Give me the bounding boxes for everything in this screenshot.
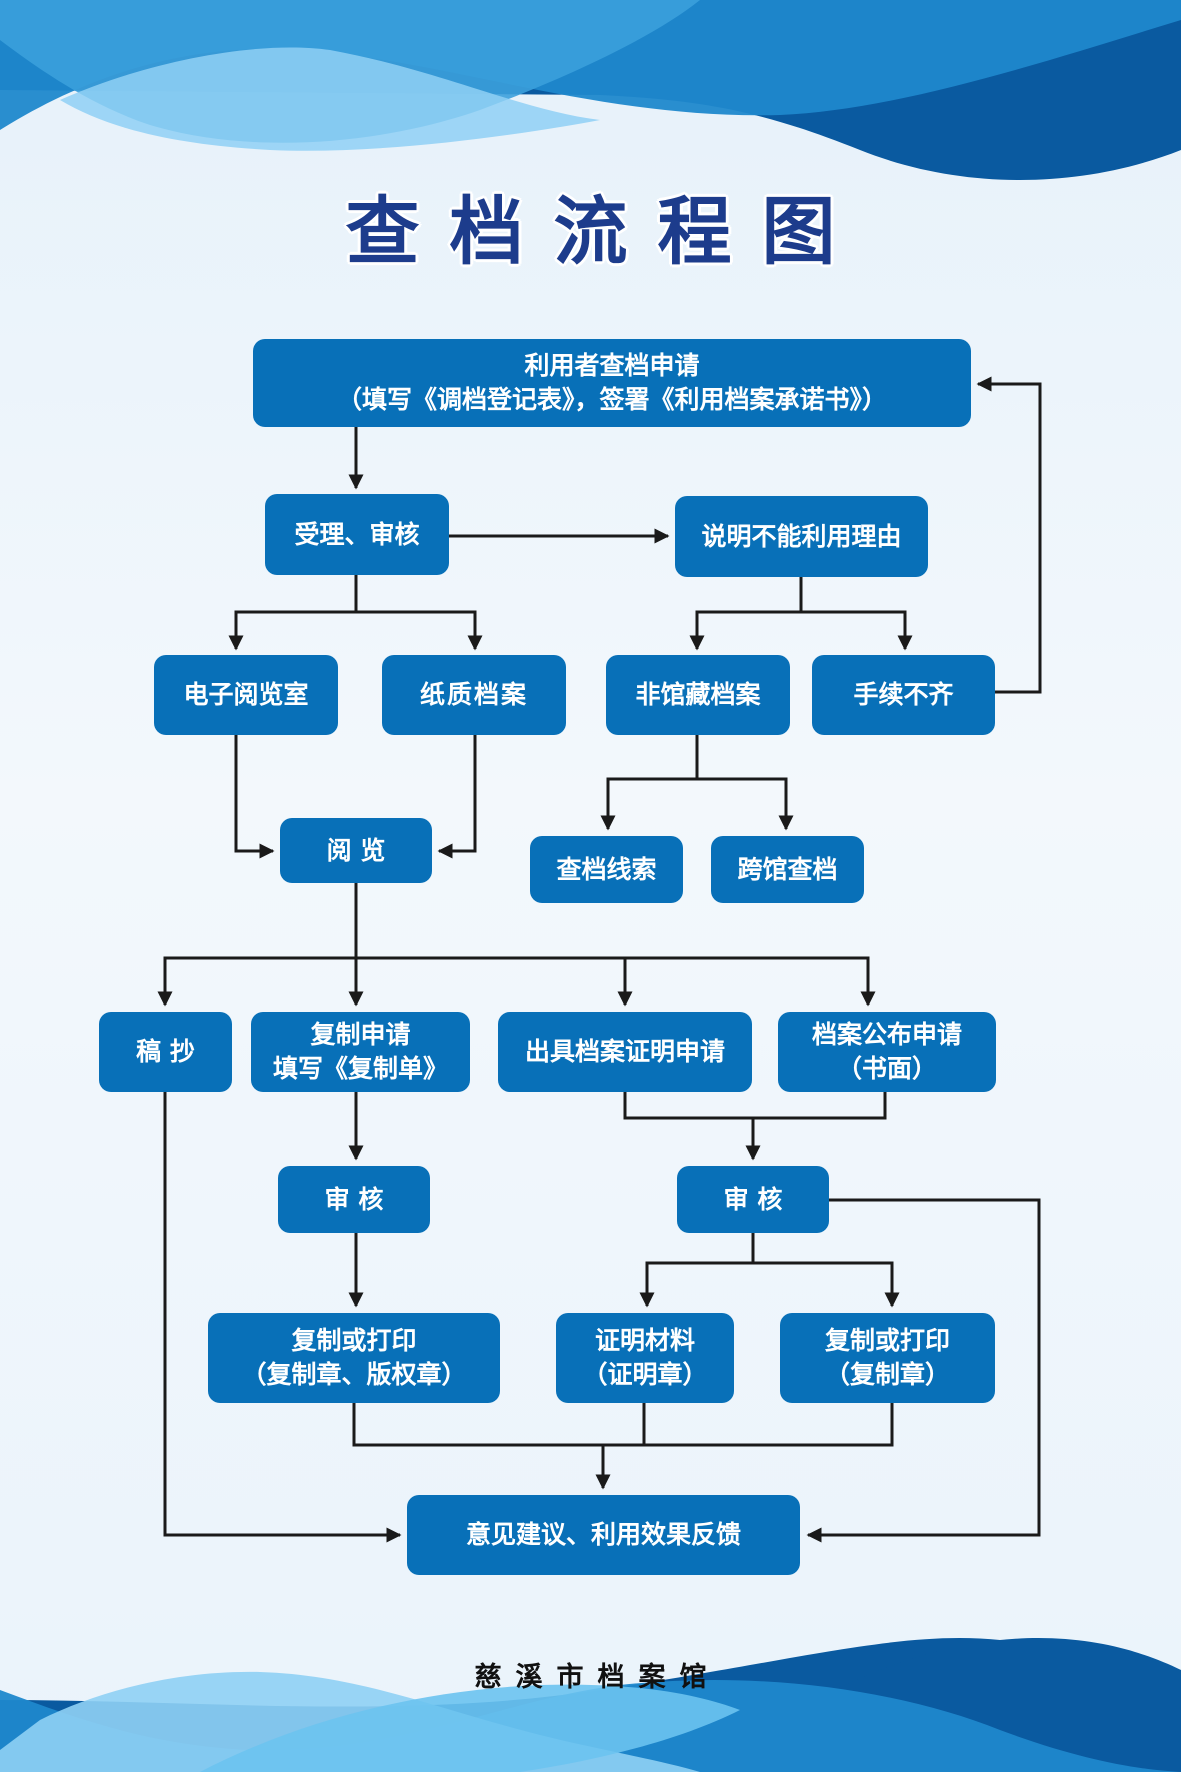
bottom-wave-pale: [200, 1684, 740, 1772]
arrow-review-to-feedback: [806, 1198, 1041, 1543]
node-cert-apply: 出具档案证明申请: [498, 1012, 752, 1092]
node-cross-archive: 跨馆查档: [711, 836, 864, 903]
node-copy-print-right-line1: 复制或打印: [824, 1326, 950, 1355]
node-publish-apply: 档案公布申请 （书面）: [778, 1012, 996, 1092]
node-cert-material-line1: 证明材料: [594, 1326, 695, 1355]
node-incomplete: 手续不齐: [812, 655, 995, 735]
line-results-merge: [352, 1403, 894, 1447]
arrow-to-incomplete: [801, 610, 913, 651]
node-copy-print-right: 复制或打印 （复制章）: [780, 1313, 995, 1403]
node-copy-print-right-line2: （复制章）: [824, 1360, 950, 1389]
node-copy-print-left-line1: 复制或打印: [291, 1326, 417, 1355]
line-review-right-split: [639, 1233, 755, 1308]
node-explain-reason: 说明不能利用理由: [675, 496, 928, 577]
line-nic-split: [600, 735, 699, 831]
line-accept-split: [228, 575, 358, 651]
arrow-incomplete-to-apply: [976, 376, 1042, 694]
node-copy-print-left-line2: （复制章、版权章）: [241, 1360, 467, 1389]
arrow-transcribe-to-feedback: [163, 1092, 402, 1543]
node-copy-print-left: 复制或打印 （复制章、版权章）: [208, 1313, 500, 1403]
node-copy-apply-line1: 复制申请: [310, 1020, 411, 1049]
node-e-reading-room: 电子阅览室: [154, 655, 338, 735]
node-copy-apply-line2: 填写《复制单》: [272, 1054, 448, 1083]
node-review-right: 审 核: [677, 1166, 829, 1233]
arrow-paper-to-reading: [437, 735, 477, 859]
line-explain-split: [689, 577, 803, 651]
node-review-left: 审 核: [278, 1166, 430, 1233]
node-copy-apply: 复制申请 填写《复制单》: [251, 1012, 470, 1092]
node-accept-review: 受理、审核: [265, 494, 449, 575]
arrow-ereading-to-reading: [234, 735, 275, 859]
footer-organization: 慈溪市档案馆: [474, 1662, 721, 1693]
node-feedback: 意见建议、利用效果反馈: [407, 1495, 800, 1575]
node-apply-line2: （填写《调档登记表》，签署《利用档案承诺书》）: [336, 385, 887, 414]
node-publish-apply-line2: （书面）: [836, 1054, 937, 1083]
node-cert-material: 证明材料 （证明章）: [556, 1313, 734, 1403]
node-search-clues: 查档线索: [530, 836, 683, 903]
node-not-in-collection: 非馆藏档案: [606, 655, 790, 735]
arrow-to-copyprint-right: [753, 1261, 900, 1308]
top-wave-pale: [60, 47, 600, 151]
node-apply-line1: 利用者查档申请: [524, 351, 700, 380]
page-title: 查档流程图: [345, 189, 866, 275]
line-cert-publish-merge: [623, 1092, 887, 1120]
arrow-to-publish-apply: [625, 956, 876, 1007]
arrow-to-cert-apply: [356, 956, 633, 1007]
node-reading: 阅 览: [280, 818, 432, 883]
node-apply: 利用者查档申请 （填写《调档登记表》，签署《利用档案承诺书》）: [253, 339, 971, 427]
node-cert-material-line2: （证明章）: [582, 1360, 708, 1389]
node-publish-apply-line1: 档案公布申请: [811, 1020, 962, 1049]
arrow-to-transcribe: [157, 956, 356, 1007]
arrow-to-paper: [356, 610, 483, 651]
node-transcribe: 稿 抄: [99, 1012, 232, 1092]
node-paper-archive: 纸质档案: [382, 655, 566, 735]
arrow-to-cross: [697, 777, 794, 831]
